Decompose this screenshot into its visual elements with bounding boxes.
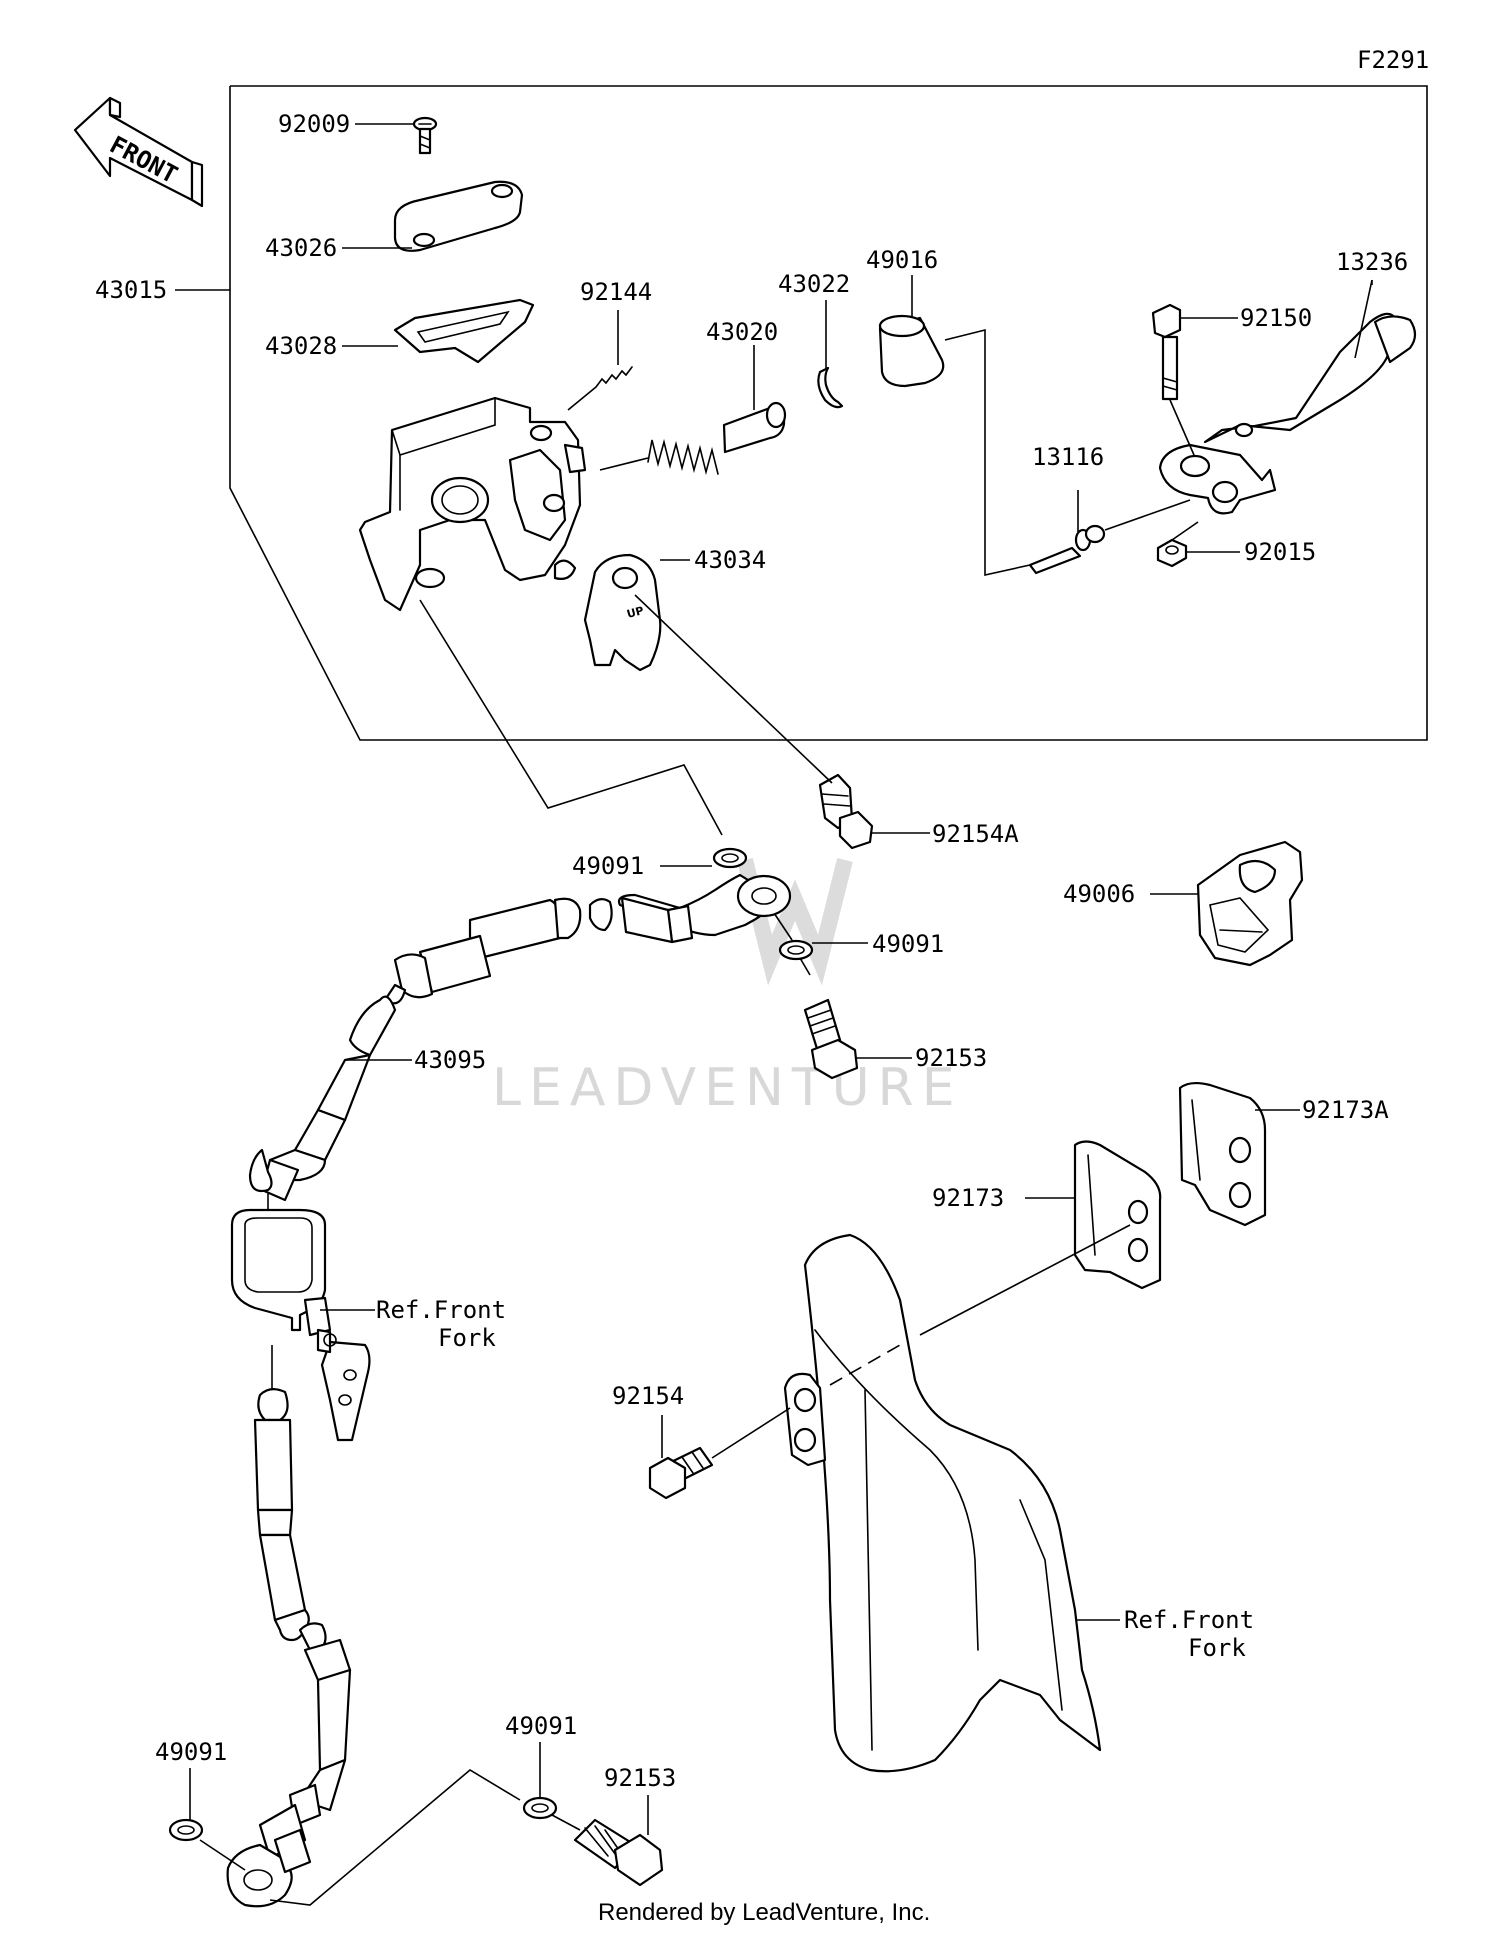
svg-text:49091: 49091 (572, 852, 644, 880)
callout-43022: 43022 (778, 270, 850, 298)
callout-92015: 92015 (1244, 538, 1316, 566)
part-43095-hose-upper (248, 873, 792, 1202)
routing-line-lower-b (269, 1769, 521, 1906)
part-92153-bolt-a (803, 998, 912, 1080)
part-49091-washer-c (168, 1768, 204, 1842)
clamp-up-mark: UP (625, 604, 645, 621)
callout-49091-a: 49091 (572, 852, 644, 880)
svg-text:43020: 43020 (706, 318, 778, 346)
part-92015-nut (1156, 521, 1240, 568)
part-49091-washer-d (522, 1742, 558, 1820)
svg-text:49091: 49091 (872, 930, 944, 958)
svg-text:43028: 43028 (265, 332, 337, 360)
routing-line-upper (419, 599, 723, 836)
callout-92154: 92154 (612, 1382, 684, 1410)
callout-49006: 49006 (1063, 880, 1135, 908)
svg-text:49006: 49006 (1063, 880, 1135, 908)
svg-text:43034: 43034 (694, 546, 766, 574)
svg-text:43026: 43026 (265, 234, 337, 262)
part-13116-pin (1028, 490, 1191, 575)
callout-13236: 13236 (1336, 248, 1408, 276)
svg-text:92173: 92173 (932, 1184, 1004, 1212)
callout-49016: 49016 (866, 246, 938, 274)
svg-text:92153: 92153 (604, 1764, 676, 1792)
callout-43034: 43034 (694, 546, 766, 574)
svg-text:43022: 43022 (778, 270, 850, 298)
callout-92144: 92144 (580, 278, 652, 365)
part-43022-circlip (817, 300, 844, 409)
assembly-bracket-43015 (175, 85, 1428, 741)
part-92154-bolt (648, 1407, 791, 1500)
part-43095-hose-lower (226, 1345, 352, 1908)
part-49006-cover (1150, 840, 1304, 967)
part-43026-cap (393, 180, 524, 252)
part-92009-screw (412, 116, 438, 155)
part-43020-piston (599, 345, 787, 476)
callout-92153-a: 92153 (915, 1044, 987, 1072)
svg-text:13236: 13236 (1336, 248, 1408, 276)
part-49091-washer-b (778, 939, 868, 961)
ref-front-fork-1: Ref.Front Fork (376, 1296, 506, 1352)
svg-text:92015: 92015 (1244, 538, 1316, 566)
svg-text:49016: 49016 (866, 246, 938, 274)
callout-43026: 43026 (265, 234, 412, 262)
routing-line-lower (199, 1839, 246, 1871)
svg-text:49091: 49091 (155, 1738, 227, 1766)
svg-text:92009: 92009 (278, 110, 350, 138)
part-master-cylinder-body (358, 396, 587, 612)
callout-43028: 43028 (265, 332, 398, 360)
callout-92173: 92173 (932, 1184, 1004, 1212)
part-49091-washer-a (660, 847, 748, 869)
svg-text:Ref.Front: Ref.Front (376, 1296, 506, 1324)
part-92154A-bolt (634, 594, 930, 850)
svg-text:92173A: 92173A (1302, 1096, 1389, 1124)
callout-92173A: 92173A (1302, 1096, 1389, 1124)
svg-text:92144: 92144 (580, 278, 652, 306)
svg-text:92154A: 92154A (932, 820, 1019, 848)
callout-49091-c: 49091 (155, 1738, 227, 1766)
part-92153-bolt-b (551, 1795, 664, 1887)
callout-43095: 43095 (414, 1046, 486, 1074)
credit-text: Rendered by LeadVenture, Inc. (598, 1899, 930, 1926)
watermark-text: LEADVENTURE (492, 1058, 963, 1118)
svg-text:92153: 92153 (915, 1044, 987, 1072)
front-fork-ref (783, 1224, 1131, 1773)
svg-text:92154: 92154 (612, 1382, 684, 1410)
callout-43015: 43015 (95, 276, 167, 304)
part-92173-bracket (1025, 1140, 1162, 1290)
callout-43020: 43020 (706, 318, 778, 346)
callout-92150: 92150 (1240, 304, 1312, 332)
svg-text:43095: 43095 (414, 1046, 486, 1074)
svg-text:13116: 13116 (1032, 443, 1104, 471)
part-92150-bolt (1151, 303, 1238, 456)
callout-13116: 13116 (1032, 443, 1104, 471)
part-92173A-bracket (1178, 1081, 1300, 1227)
svg-text:Fork: Fork (1188, 1634, 1246, 1662)
svg-text:Ref.Front: Ref.Front (1124, 1606, 1254, 1634)
callout-49091-d: 49091 (505, 1712, 577, 1740)
ref-front-fork-2: Ref.Front Fork (1124, 1606, 1254, 1662)
svg-text:43015: 43015 (95, 276, 167, 304)
svg-text:92150: 92150 (1240, 304, 1312, 332)
routing-line-bolt (799, 957, 811, 976)
part-43028-diaphragm (393, 298, 535, 364)
part-13236-lever (1158, 279, 1417, 515)
svg-text:49091: 49091 (505, 1712, 577, 1740)
part-92144-spring (567, 366, 633, 411)
callout-92009: 92009 (278, 110, 413, 138)
watermark-logo: LEADVENTURE (492, 858, 963, 1118)
hose-guide-clamp (230, 1192, 375, 1442)
svg-text:Fork: Fork (438, 1324, 496, 1352)
part-49016-boot (878, 275, 1031, 576)
callout-49091-b: 49091 (872, 930, 944, 958)
callout-92154A: 92154A (932, 820, 1019, 848)
callout-92153-b: 92153 (604, 1764, 676, 1792)
front-arrow-icon: FRONT (73, 96, 204, 208)
figure-code: F2291 (1357, 46, 1429, 74)
part-43034-clamp: UP (583, 553, 690, 672)
